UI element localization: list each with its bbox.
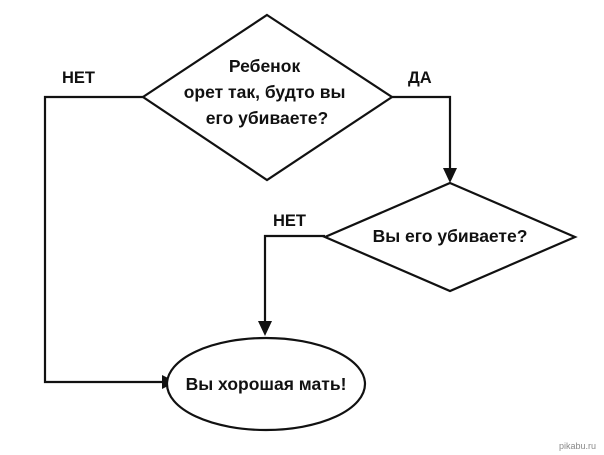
edge-screaming-yes-line <box>392 95 452 170</box>
decision-screaming-line-2: орет так, будто вы <box>184 82 346 102</box>
result-good-mother-line-1: Вы хорошая мать! <box>186 374 347 394</box>
decision-killing-label: Вы его убиваете? <box>373 226 528 246</box>
decision-screaming-line-3: его убиваете? <box>206 108 328 128</box>
edge-killing-no-line <box>263 234 325 323</box>
edge-screaming-yes-arrowhead <box>443 168 457 183</box>
edge-screaming-no-line <box>43 95 165 384</box>
decision-screaming-line-1: Ребенок <box>229 56 301 76</box>
decision-screaming-label: Ребенок орет так, будто вы его убиваете? <box>184 56 351 128</box>
decision-screaming-diamond <box>141 13 394 182</box>
edge-label-screaming-yes: ДА <box>408 69 432 87</box>
edge-label-killing-no: НЕТ <box>273 212 306 230</box>
result-good-mother-label: Вы хорошая мать! <box>186 374 347 394</box>
decision-killing-line-1: Вы его убиваете? <box>373 226 528 246</box>
watermark: pikabu.ru <box>558 441 596 451</box>
result-good-mother-ellipse <box>165 336 367 432</box>
edge-label-screaming-no: НЕТ <box>62 69 95 87</box>
edge-killing-no-arrowhead <box>258 321 272 336</box>
decision-killing-diamond <box>322 181 578 293</box>
